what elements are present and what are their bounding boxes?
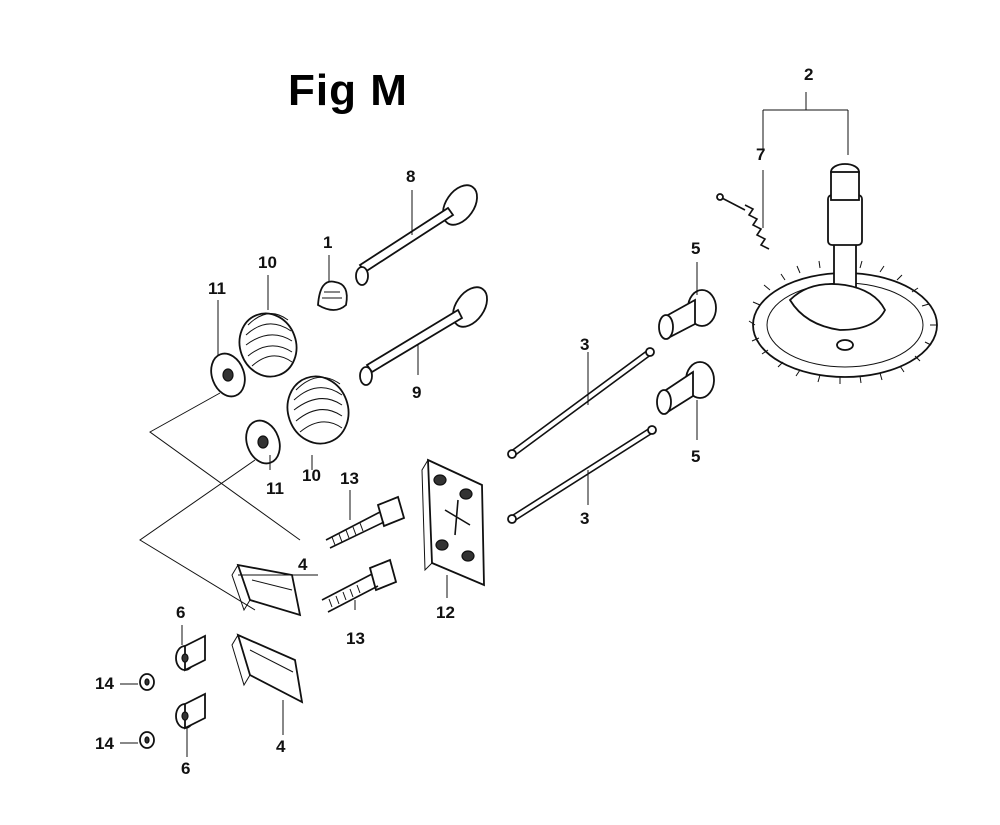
push-rod-upper <box>507 347 655 459</box>
valve-spring-lower <box>286 375 350 445</box>
leader-lines <box>120 190 698 757</box>
bolt-upper <box>325 495 406 549</box>
callout-13-lower: 13 <box>346 629 365 648</box>
tappet-lower <box>656 361 715 415</box>
tappet-upper <box>658 289 717 340</box>
valve-9 <box>359 286 488 386</box>
spring-7 <box>716 193 770 250</box>
nut-upper <box>139 673 155 691</box>
callout-7: 7 <box>756 145 766 164</box>
callout-11-upper: 11 <box>208 279 226 298</box>
callout-11-lower: 11 <box>266 479 284 498</box>
callout-12: 12 <box>436 603 455 622</box>
callout-5-lower: 5 <box>691 447 701 466</box>
callout-13-upper: 13 <box>340 469 359 488</box>
bracket-2-7 <box>762 92 849 228</box>
push-rod-guide-plate <box>421 458 485 587</box>
callout-8: 8 <box>406 167 416 186</box>
callout-3-lower: 3 <box>580 509 590 528</box>
callout-2: 2 <box>804 65 814 84</box>
camshaft-gear <box>748 163 938 384</box>
callout-6-upper: 6 <box>176 603 186 622</box>
assembly-guide-lines <box>139 392 301 611</box>
callout-5-upper: 5 <box>691 239 701 258</box>
bolt-lower <box>321 558 398 613</box>
callout-4-lower: 4 <box>276 737 286 756</box>
retainer-1 <box>317 280 348 311</box>
valve-spring-upper <box>238 312 298 378</box>
callout-1: 1 <box>323 233 333 252</box>
figure-title: Fig M <box>288 66 408 115</box>
callout-9: 9 <box>412 383 422 402</box>
spring-seat-lower <box>245 419 281 465</box>
callout-14-upper: 14 <box>95 674 114 693</box>
rocker-arm-lower <box>231 633 304 704</box>
valve-8 <box>355 184 478 286</box>
callout-3-upper: 3 <box>580 335 590 354</box>
callout-4-upper: 4 <box>298 555 308 574</box>
spring-seat-upper <box>210 352 246 398</box>
callout-10-lower: 10 <box>302 466 321 485</box>
pivot-lower <box>175 692 206 730</box>
push-rod-lower <box>507 425 657 524</box>
callout-14-lower: 14 <box>95 734 114 753</box>
pivot-upper <box>175 634 206 672</box>
rocker-arm-upper <box>231 563 302 617</box>
nut-lower <box>139 731 155 749</box>
callout-10-upper: 10 <box>258 253 277 272</box>
callout-6-lower: 6 <box>181 759 191 778</box>
